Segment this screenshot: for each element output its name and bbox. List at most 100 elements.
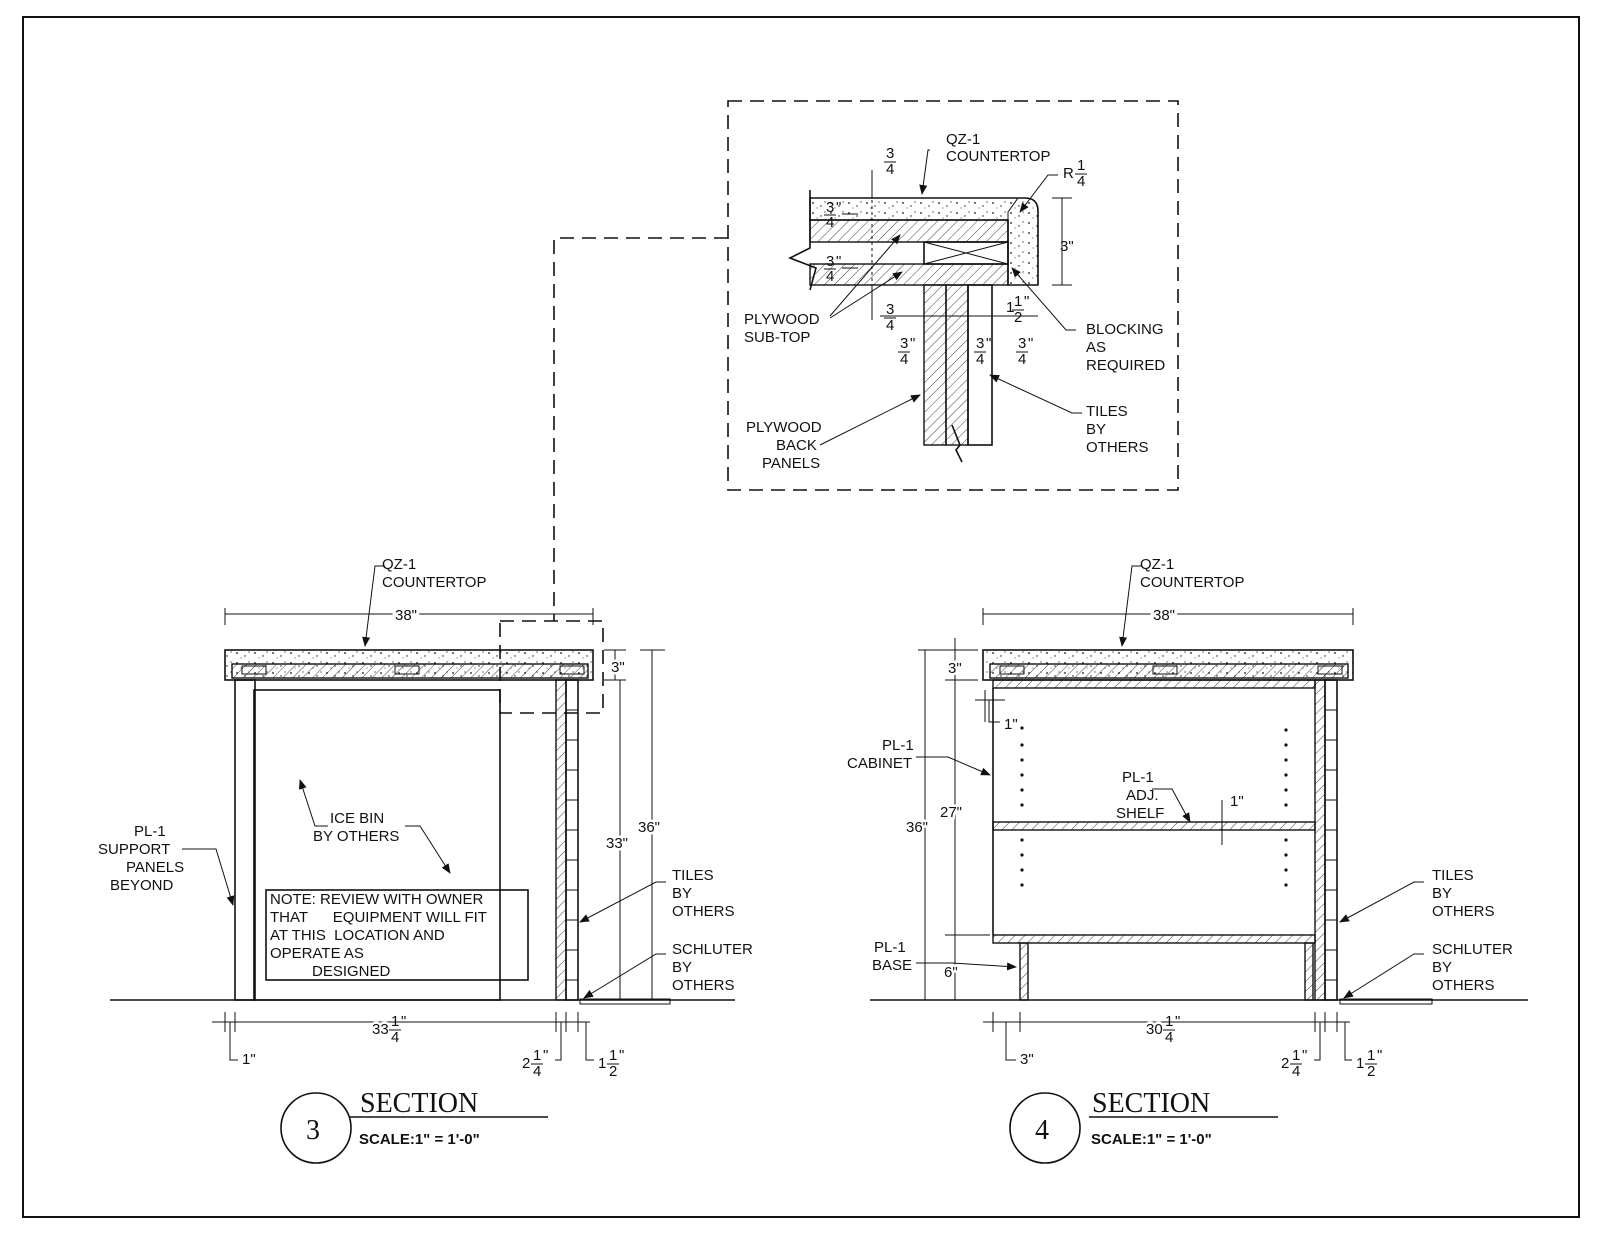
detail-frac-g-mark: " [986, 335, 991, 352]
s4-dim-30q-n: 1 [1165, 1013, 1173, 1030]
detail-plywood-bottom [809, 263, 1009, 286]
s4-dim-1h-whole: 1 [1356, 1055, 1364, 1072]
s4-back-panel [1314, 679, 1326, 1001]
detail-frame [727, 100, 1179, 491]
s4-scale: SCALE:1" = 1'-0" [1091, 1131, 1212, 1148]
detail-frac-e-d: 2 [1014, 309, 1022, 326]
s3-dim-1h-mark: " [619, 1047, 624, 1064]
detail-frac-c-mark: " [836, 253, 841, 270]
s4-dim-1h-d: 2 [1367, 1063, 1375, 1080]
s4-dim-3: 3" [948, 660, 962, 677]
detail-frac-f-d: 4 [900, 351, 908, 368]
s3-dim-33q-mark: " [401, 1013, 406, 1030]
detail-frac-e-mark: " [1024, 293, 1029, 310]
s4-dim-2q-d: 4 [1292, 1063, 1300, 1080]
detail-frac-b-mark: " [836, 199, 841, 216]
s4-dim-1h-mark: " [1377, 1047, 1382, 1064]
s3-back-panel [555, 679, 567, 1001]
detail-frac-h-d: 4 [1018, 351, 1026, 368]
detail-frac-h-n: 3 [1018, 335, 1026, 352]
detail-blocking-1: BLOCKING [1086, 321, 1164, 338]
detail-back-panels-2: BACK [776, 437, 817, 454]
s3-ice-bin-2: BY OTHERS [313, 828, 399, 845]
detail-back-panels-1: PLYWOOD [746, 419, 822, 436]
s3-dim-33q-n: 1 [391, 1013, 399, 1030]
detail-frac-d-n: 3 [886, 301, 894, 318]
s4-dim-2q-whole: 2 [1281, 1055, 1289, 1072]
s4-adjustable-shelf [992, 821, 1316, 831]
s3-dim-1h-d: 2 [609, 1063, 617, 1080]
s4-schluter-3: OTHERS [1432, 977, 1495, 994]
detail-radius-num: 1 [1077, 157, 1085, 174]
s4-dim-30q-whole: 30 [1146, 1021, 1163, 1038]
detail-tiles-3: OTHERS [1086, 439, 1149, 456]
s3-ice-bin-1: ICE BIN [330, 810, 384, 827]
s3-tiles-3: OTHERS [672, 903, 735, 920]
detail-plywood-subtop-1: PLYWOOD [744, 311, 820, 328]
s3-note-box [265, 889, 529, 981]
s4-base-1: PL-1 [874, 939, 906, 956]
detail-callout-leader [553, 237, 728, 621]
detail-frac-e-whole: 1 [1006, 299, 1014, 316]
s3-qz-label: QZ-1 [382, 556, 416, 573]
s3-dim-3: 3" [611, 659, 625, 676]
detail-frac-c-d: 4 [826, 268, 834, 285]
detail-tiles-1: TILES [1086, 403, 1128, 420]
s3-width-38: 38" [395, 607, 417, 624]
s3-ice-bin [253, 689, 501, 1001]
s4-cabinet-2: CABINET [847, 755, 912, 772]
s4-schluter-2: BY [1432, 959, 1452, 976]
s4-bubble-number: 4 [1035, 1115, 1049, 1146]
s3-dim-36: 36" [638, 819, 660, 836]
s4-dim-1h-n: 1 [1367, 1047, 1375, 1064]
s3-title: SECTION [360, 1088, 478, 1119]
s4-dim-6: 6" [944, 964, 958, 981]
s3-note-2: THAT EQUIPMENT WILL FIT [270, 909, 487, 926]
detail-frac-a-d: 4 [886, 161, 894, 178]
detail-frac-e-n: 1 [1014, 293, 1022, 310]
detail-blocking-3: REQUIRED [1086, 357, 1165, 374]
detail-frac-b-d: 4 [826, 214, 834, 231]
detail-blocking-2: AS [1086, 339, 1106, 356]
s3-dim-2q-d: 4 [533, 1063, 541, 1080]
s4-cabinet-1: PL-1 [882, 737, 914, 754]
detail-frac-f-mark: " [910, 335, 915, 352]
section-3: QZ-1 COUNTERTOP 38" 3" 33" 36" PL-1 SUPP… [98, 556, 753, 1164]
detail-frac-d-d: 4 [886, 317, 894, 334]
s3-tiles-1: TILES [672, 867, 714, 884]
s4-schluter [1339, 998, 1433, 1005]
detail-frac-f-n: 3 [900, 335, 908, 352]
s3-dim-33: 33" [606, 835, 628, 852]
detail-frac-c-n: 3 [826, 253, 834, 270]
s4-dim-3b: 3" [1020, 1051, 1034, 1068]
s3-note-5: DESIGNED [312, 963, 391, 980]
detail-tiles [967, 284, 993, 446]
s4-cabinet-top [992, 679, 1316, 689]
s4-shelf-2: ADJ. [1126, 787, 1159, 804]
s3-dim-2q-n: 1 [533, 1047, 541, 1064]
s4-base-left [1019, 942, 1029, 1001]
s4-dim-36: 36" [906, 819, 928, 836]
s3-title-bubble [280, 1092, 352, 1164]
sheet-border [22, 16, 1580, 1218]
s4-title: SECTION [1092, 1088, 1210, 1119]
s3-detail-callout [499, 620, 604, 714]
s4-dim-2q-n: 1 [1292, 1047, 1300, 1064]
detail-countertop-label: COUNTERTOP [946, 148, 1050, 165]
detail-frac-g-n: 3 [976, 335, 984, 352]
s3-pl1-1: PL-1 [134, 823, 166, 840]
detail-frac-h-mark: " [1028, 335, 1033, 352]
s3-note-4: OPERATE AS [270, 945, 364, 962]
detail-plywood-top [809, 219, 1009, 243]
s4-base-2: BASE [872, 957, 912, 974]
s4-tiles-1: TILES [1432, 867, 1474, 884]
detail-plywood-subtop-2: SUB-TOP [744, 329, 810, 346]
s4-qz-label: QZ-1 [1140, 556, 1174, 573]
s4-width-38: 38" [1153, 607, 1175, 624]
detail-back-panel [923, 284, 947, 446]
s3-schluter-2: BY [672, 959, 692, 976]
s3-schluter-1: SCHLUTER [672, 941, 753, 958]
s3-note-1: NOTE: REVIEW WITH OWNER [270, 891, 483, 908]
